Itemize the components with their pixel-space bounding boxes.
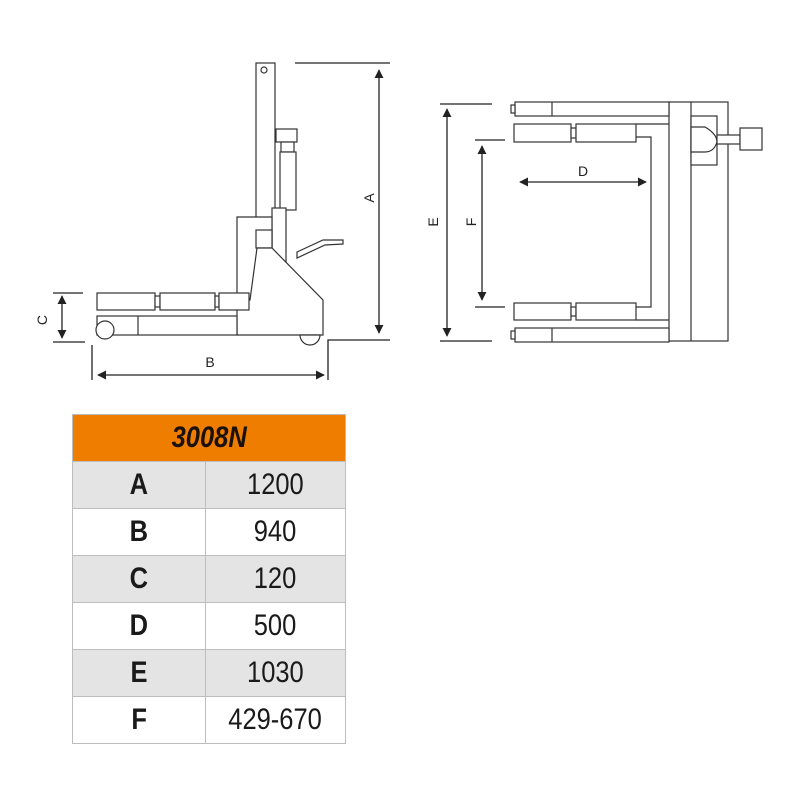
row-key: C	[129, 562, 149, 595]
row-value: 120	[254, 562, 297, 595]
technical-drawing: A C B E	[34, 62, 763, 380]
front-wheel	[95, 320, 115, 340]
row-key: A	[129, 468, 149, 501]
cylinder-top	[275, 128, 298, 143]
row-value: 1200	[247, 468, 304, 501]
row-value: 1030	[247, 656, 304, 689]
roller	[513, 123, 572, 143]
row-key: F	[131, 703, 147, 736]
roller	[575, 302, 637, 321]
roller	[218, 292, 250, 311]
handle-end	[739, 127, 763, 151]
cylinder-neck	[280, 141, 295, 153]
table-row: F 429-670	[72, 696, 346, 744]
roller	[513, 302, 572, 321]
carriage-block	[255, 229, 273, 249]
table-row: D 500	[72, 602, 346, 650]
dimensions-table: 3008N A 1200 B 940 C 120 D 500 E 1030 F …	[72, 414, 346, 744]
roller	[159, 292, 216, 311]
row-value: 940	[254, 515, 297, 548]
label-b: B	[205, 354, 214, 370]
outer-fork-top	[514, 101, 670, 117]
table-row: E 1030	[72, 649, 346, 697]
row-key: D	[129, 609, 149, 642]
top-view: E F D	[425, 101, 763, 343]
label-f: F	[463, 218, 479, 227]
model-name: 3008N	[171, 421, 247, 454]
table-header: 3008N	[72, 414, 346, 462]
row-key: B	[129, 515, 149, 548]
side-view: A C B	[34, 62, 390, 380]
cylinder-rod	[279, 151, 297, 211]
table-row: C 120	[72, 555, 346, 603]
roller	[96, 292, 156, 311]
label-a: A	[361, 193, 377, 203]
table-row: A 1200	[72, 461, 346, 509]
row-value: 429-670	[228, 703, 323, 736]
table-row: B 940	[72, 508, 346, 556]
roller	[575, 123, 637, 143]
row-value: 500	[254, 609, 297, 642]
mast	[255, 62, 276, 224]
outer-fork-bottom	[514, 327, 670, 343]
label-d: D	[578, 163, 588, 179]
fork-leg	[96, 315, 238, 336]
rear-wheel	[299, 334, 321, 346]
mast-hole	[260, 66, 268, 74]
row-key: E	[130, 656, 148, 689]
label-e: E	[425, 217, 441, 226]
label-c: C	[34, 315, 50, 325]
tow-handle	[296, 239, 344, 259]
